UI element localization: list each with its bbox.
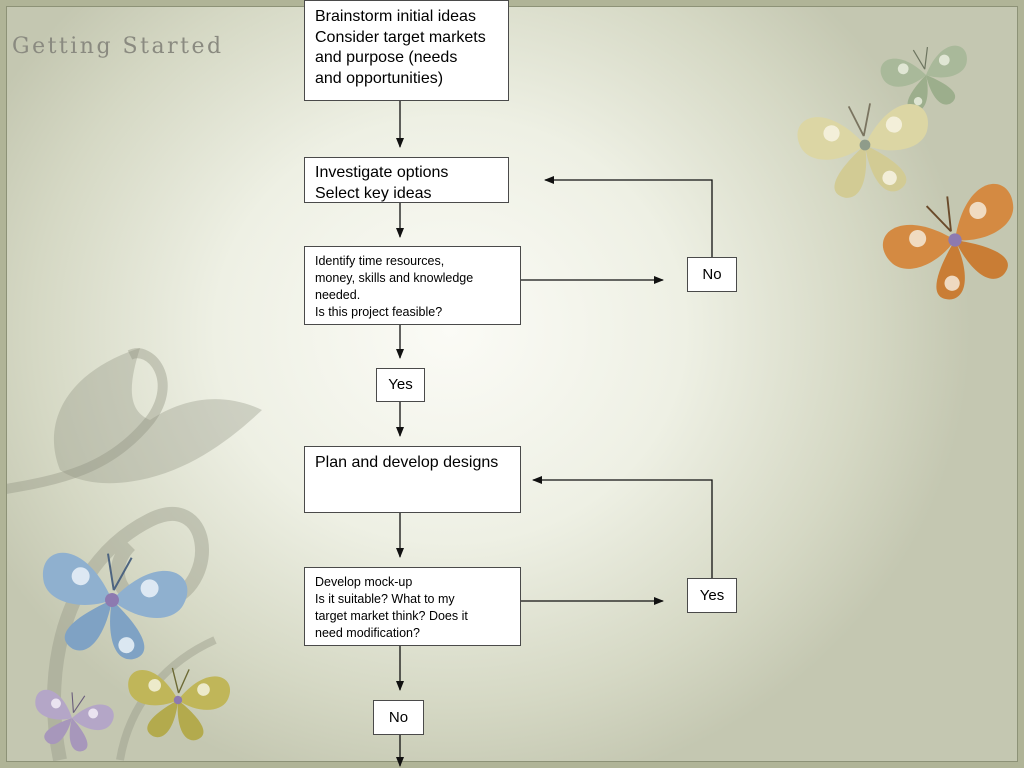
- step-text-line: and purpose (needs: [315, 49, 458, 66]
- decision-yes-box: Yes: [376, 368, 425, 402]
- step-plan-designs-box: Plan and develop designs: [304, 446, 521, 513]
- arrow-no-loop-to-step2: [544, 176, 713, 257]
- step-investigate-box: Investigate options Select key ideas: [304, 157, 509, 203]
- step-text-line: Plan and develop designs: [315, 454, 499, 471]
- leaf-shape: [53, 348, 263, 484]
- step-text-line: and opportunities): [315, 69, 444, 87]
- step-text-line: need modification?: [315, 626, 420, 640]
- step-text-line: Develop mock-up: [315, 575, 413, 589]
- butterfly-icon: [128, 667, 230, 741]
- step-text-line: Investigate options: [315, 164, 449, 181]
- step-text-line: Is it suitable? What to my: [315, 592, 455, 606]
- decision-yes-box-2: Yes: [687, 578, 737, 613]
- step-brainstorm-box: Brainstorm initial ideas Consider target…: [304, 0, 509, 101]
- butterfly-icon: [882, 183, 1014, 300]
- step-text-line: Select key ideas: [315, 184, 432, 202]
- butterfly-icon: [880, 45, 967, 112]
- decision-no-box-2: No: [373, 700, 424, 735]
- step-text-line: Consider target markets: [315, 28, 486, 46]
- step-text-line: Is this project feasible?: [315, 305, 443, 319]
- step-identify-resources-box: Identify time resources, money, skills a…: [304, 246, 521, 325]
- step-text-line: target market think? Does it: [315, 609, 468, 623]
- butterfly-icon: [797, 103, 928, 198]
- arrow-yes-loop-to-step4: [532, 476, 713, 578]
- butterfly-icon: [42, 552, 188, 660]
- decision-no-box: No: [687, 257, 737, 292]
- butterfly-icon: [35, 689, 114, 752]
- step-mockup-box: Develop mock-up Is it suitable? What to …: [304, 567, 521, 646]
- step-text-line: money, skills and knowledge: [315, 271, 474, 285]
- slide-title: Getting Started: [12, 34, 224, 59]
- step-text-line: Brainstorm initial ideas: [315, 8, 476, 25]
- step-text-line: Identify time resources,: [315, 254, 445, 268]
- step-text-line: needed.: [315, 288, 361, 302]
